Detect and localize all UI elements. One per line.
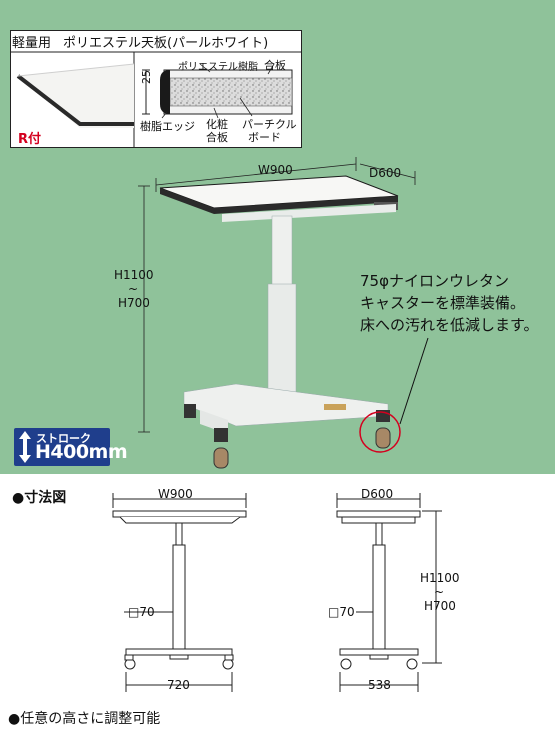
caster-note-line-3: 床への汚れを低減します。 (360, 316, 539, 334)
corner-label: R付 (18, 132, 42, 147)
label-resin-edge: 樹脂エッジ (140, 120, 195, 133)
photo-width-label: W900 (258, 163, 293, 177)
label-particle-1: パーチクル (242, 118, 297, 131)
caster-note-line-2: キャスターを標準装備。 (360, 294, 526, 312)
front-column-label: □70 (128, 605, 155, 619)
cross-section (142, 63, 293, 119)
dim-height-tilde: ~ (434, 585, 445, 599)
photo-height-tilde: ~ (128, 282, 139, 296)
spec-title-type: 軽量用 (12, 36, 52, 51)
label-decor-2: 合板 (206, 131, 228, 144)
corner-closeup (16, 63, 135, 128)
side-depth-label: D600 (361, 487, 394, 501)
front-view-drawing (112, 493, 247, 692)
side-base-label: 538 (368, 678, 391, 692)
side-column-label: □70 (328, 605, 355, 619)
label-plywood: 合板 (264, 59, 286, 72)
desk-photo (138, 157, 429, 469)
photo-height-max: H1100 (114, 268, 154, 282)
caster-note: 75φナイロンウレタン キャスターを標準装備。 床への汚れを低減します。 (360, 270, 539, 336)
front-base-label: 720 (167, 678, 190, 692)
front-width-label: W900 (158, 487, 193, 501)
stroke-value: H400mm (35, 441, 128, 463)
label-decor-1: 化粧 (206, 118, 228, 131)
label-particle-2: ボード (248, 131, 281, 144)
dim-height-min: H700 (424, 599, 456, 613)
photo-depth-label: D600 (369, 166, 402, 180)
photo-height-min: H700 (118, 296, 150, 310)
footer-note: ●任意の高さに調整可能 (8, 711, 161, 727)
dimension-title: ●寸法図 (12, 490, 67, 506)
thickness-label: 25 (140, 70, 153, 84)
stroke-badge: ストローク H400mm (14, 428, 128, 466)
spec-title: 軽量用ポリエステル天板(パールホワイト) (12, 32, 268, 51)
spec-title-material: ポリエステル天板(パールホワイト) (63, 36, 269, 51)
label-polyester: ポリエステル樹脂 (178, 62, 258, 73)
up-down-arrow-icon (19, 431, 31, 463)
caster-note-line-1: 75φナイロンウレタン (360, 272, 509, 290)
dim-height-max: H1100 (420, 571, 460, 585)
side-view-drawing (336, 493, 442, 692)
stroke-label: ストローク (36, 432, 91, 445)
